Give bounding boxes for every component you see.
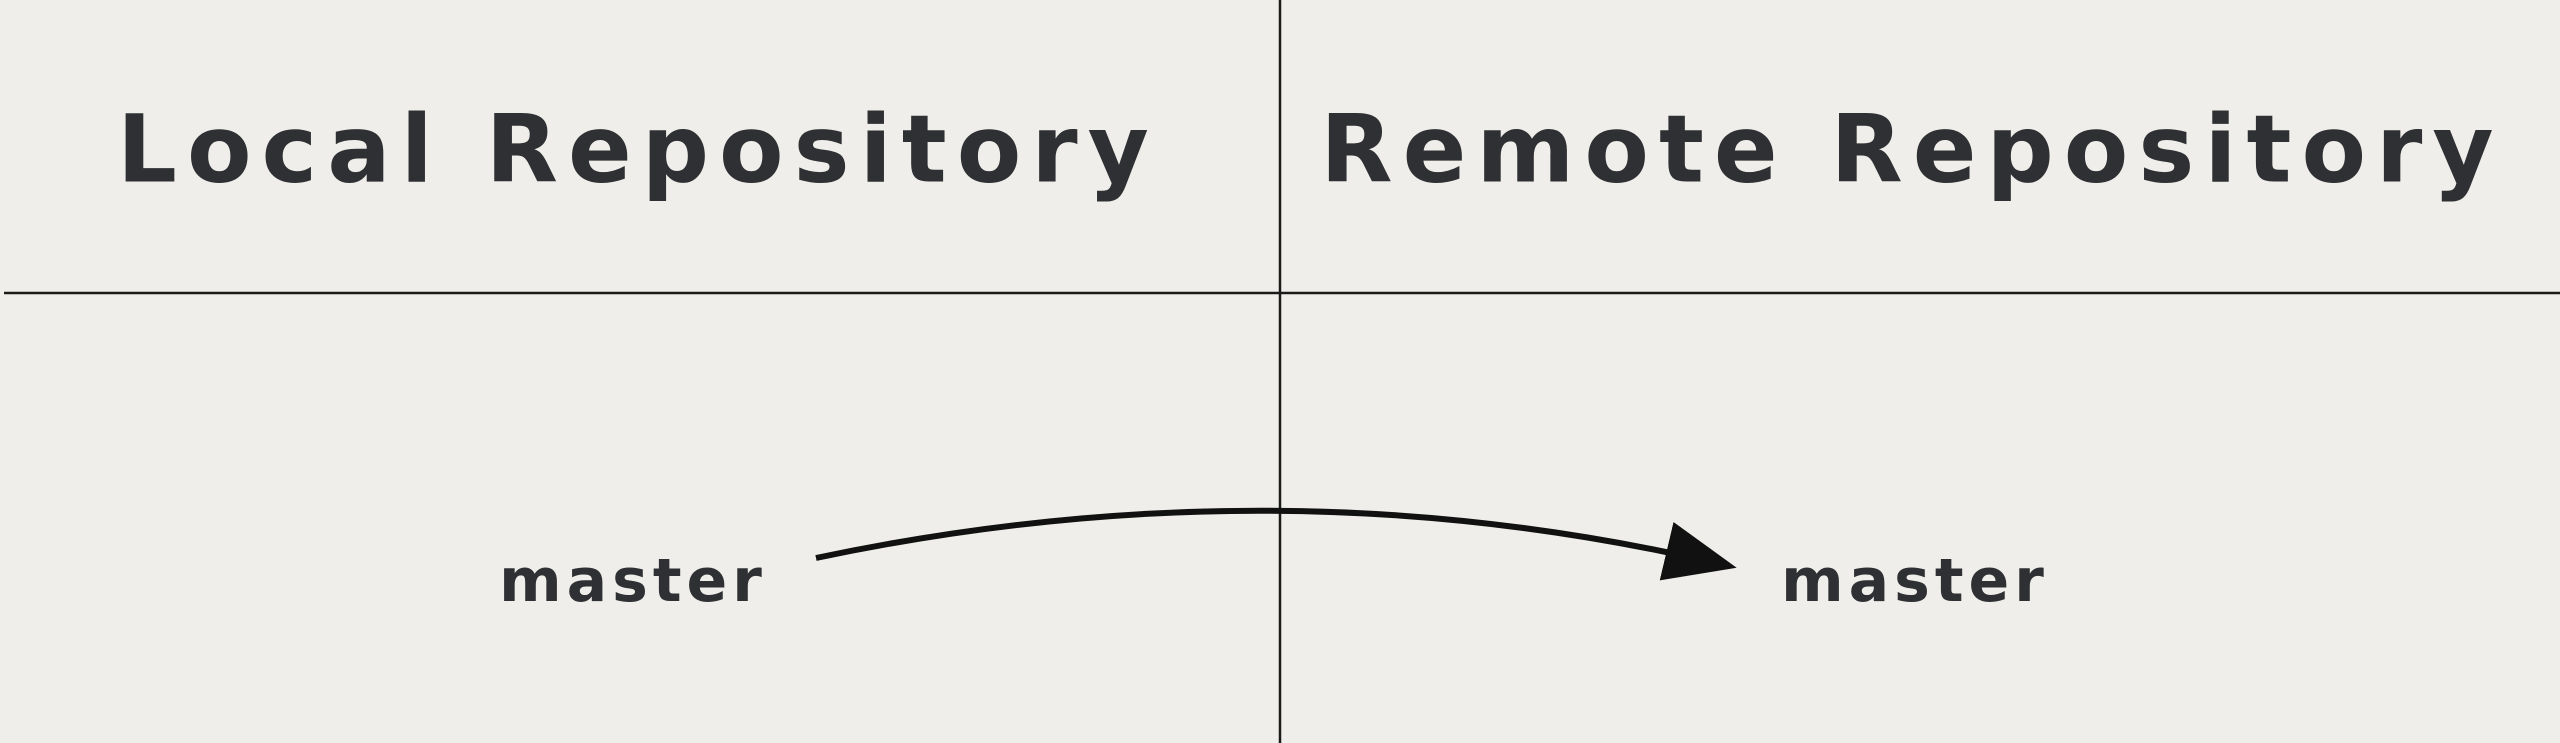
local-repository-heading: Local Repository [117,95,1159,205]
remote-repository-heading: Remote Repository [1320,95,2504,205]
local-branch-label: master [499,546,767,616]
remote-branch-label: master [1781,546,2049,616]
push-arrow [815,507,1737,581]
